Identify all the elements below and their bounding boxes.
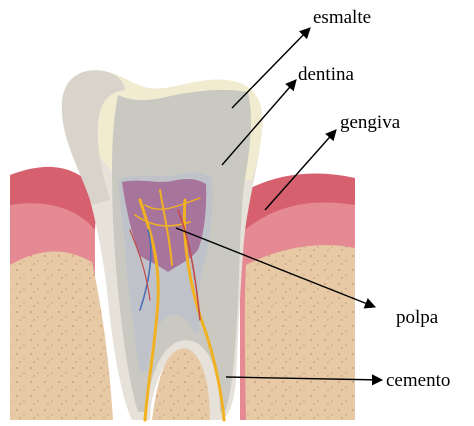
label-dentina: dentina: [298, 64, 354, 85]
bone-right: [245, 245, 355, 420]
label-gengiva: gengiva: [340, 112, 401, 133]
label-esmalte: esmalte: [313, 7, 371, 28]
bone-left: [10, 251, 113, 420]
label-cemento: cemento: [386, 370, 450, 391]
label-polpa: polpa: [396, 307, 439, 328]
